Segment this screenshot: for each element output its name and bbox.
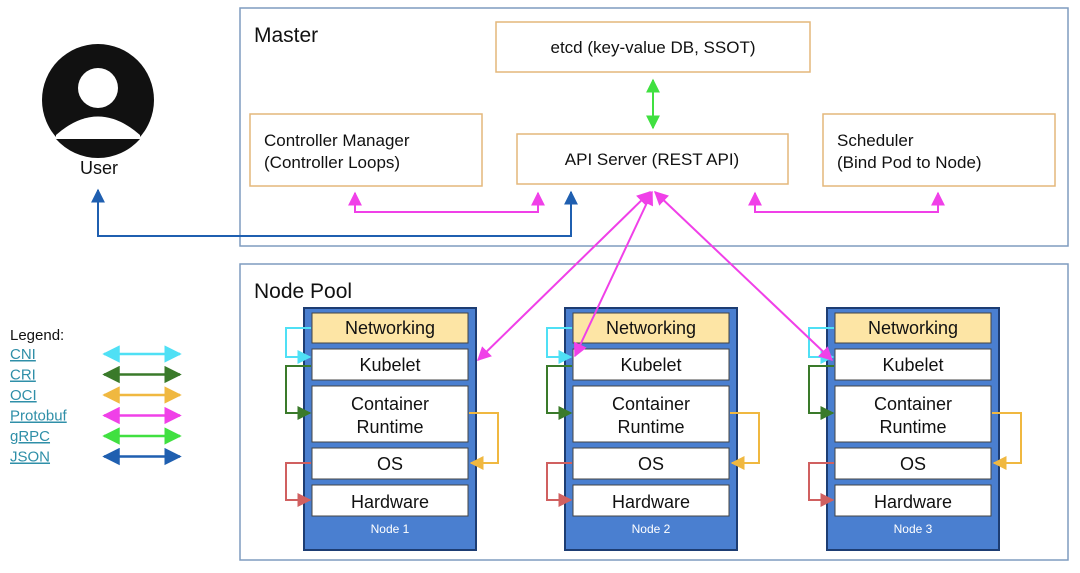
layer-box-container-runtime-line1 xyxy=(834,385,992,443)
scheduler-box xyxy=(822,113,1056,187)
layer-networking: Networking xyxy=(606,318,696,338)
layer-box-kubelet xyxy=(311,348,469,381)
layer-box-hardware xyxy=(572,484,730,517)
api-server-label: API Server (REST API) xyxy=(565,150,739,169)
node-pool-label: Node Pool xyxy=(254,280,352,303)
layer-box-os xyxy=(311,447,469,480)
layer-container-runtime-line2: Runtime xyxy=(356,417,423,437)
layer-hardware: Hardware xyxy=(874,492,952,512)
hardware-os-link xyxy=(285,462,312,507)
hardware-os-link xyxy=(546,462,573,507)
controller-manager-line2: (Controller Loops) xyxy=(264,153,400,172)
layer-box-os xyxy=(572,447,730,480)
api-node3-link xyxy=(653,191,834,361)
layer-hardware: Hardware xyxy=(612,492,690,512)
controller-manager-box xyxy=(249,113,483,187)
layer-box-container-runtime-line1 xyxy=(311,385,469,443)
oci-link xyxy=(992,412,1022,470)
layer-box-networking xyxy=(834,312,992,344)
cri-link xyxy=(808,365,835,420)
layer-box-kubelet xyxy=(834,348,992,381)
layer-kubelet: Kubelet xyxy=(359,355,420,375)
layer-os: OS xyxy=(638,454,664,474)
legend-item-oci[interactable]: OCI xyxy=(10,387,37,404)
layer-box-container-runtime-line1 xyxy=(572,385,730,443)
user-icon xyxy=(42,44,154,158)
node-label: Node 1 xyxy=(371,522,410,536)
layer-container-runtime-line1: Container xyxy=(612,394,690,414)
layer-kubelet: Kubelet xyxy=(882,355,943,375)
legend-item-cri[interactable]: CRI xyxy=(10,367,36,384)
legend-title: Legend: xyxy=(10,327,64,344)
scheduler-line2: (Bind Pod to Node) xyxy=(837,153,982,172)
layer-box-os xyxy=(834,447,992,480)
controller-manager-line1: Controller Manager xyxy=(264,131,410,150)
oci-link xyxy=(730,412,760,470)
hardware-os-link xyxy=(808,462,835,507)
user-label: User xyxy=(80,158,118,178)
layer-box-networking xyxy=(311,312,469,344)
master-label: Master xyxy=(254,24,318,47)
node-label: Node 2 xyxy=(632,522,671,536)
layer-os: OS xyxy=(377,454,403,474)
layer-container-runtime-line2: Runtime xyxy=(617,417,684,437)
legend-item-json[interactable]: JSON xyxy=(10,449,50,466)
layer-container-runtime-line2: Runtime xyxy=(879,417,946,437)
scheduler-line1: Scheduler xyxy=(837,131,914,150)
legend: Legend: CNI CRI OCI Protobuf gRPC JSON xyxy=(10,327,182,466)
cni-link xyxy=(285,327,312,364)
node-label: Node 3 xyxy=(894,522,933,536)
layer-container-runtime-line1: Container xyxy=(351,394,429,414)
cri-link xyxy=(546,365,573,420)
etcd-label: etcd (key-value DB, SSOT) xyxy=(550,38,755,57)
api-server-box xyxy=(516,133,789,185)
layer-networking: Networking xyxy=(868,318,958,338)
etcd-box xyxy=(495,21,811,73)
api-node2-link xyxy=(574,190,653,358)
layer-box-hardware xyxy=(311,484,469,517)
layer-hardware: Hardware xyxy=(351,492,429,512)
oci-link xyxy=(469,412,499,470)
layer-box-hardware xyxy=(834,484,992,517)
layer-container-runtime-line1: Container xyxy=(874,394,952,414)
layer-networking: Networking xyxy=(345,318,435,338)
legend-item-protobuf[interactable]: Protobuf xyxy=(10,408,68,425)
layer-os: OS xyxy=(900,454,926,474)
legend-item-grpc[interactable]: gRPC xyxy=(10,428,50,445)
legend-item-cni[interactable]: CNI xyxy=(10,346,36,363)
layer-kubelet: Kubelet xyxy=(620,355,681,375)
cri-link xyxy=(285,365,312,420)
